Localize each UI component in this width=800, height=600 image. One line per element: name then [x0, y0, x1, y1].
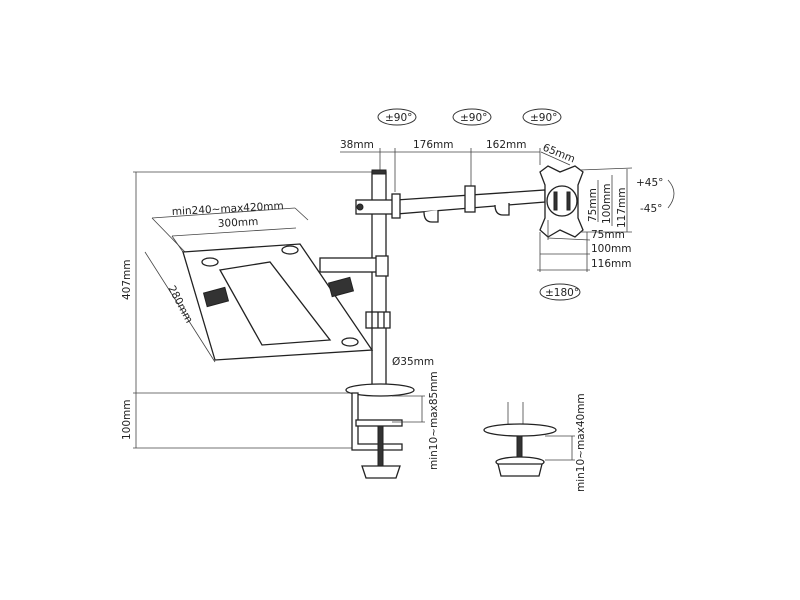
- grommet-mount: min10~max40mm: [483, 393, 587, 492]
- pole-height-label: 407mm: [121, 260, 133, 301]
- rotation-badge-joint2: ±90°: [452, 108, 492, 126]
- vesa-height-117-label: 117mm: [616, 188, 628, 229]
- desk-clamp: min10~max85mm: [345, 371, 440, 479]
- svg-text:±180°: ±180°: [545, 287, 579, 299]
- vesa-width-100-label: 100mm: [591, 243, 632, 255]
- tray-width-label: 300mm: [218, 216, 259, 230]
- clamp-height-label: 100mm: [121, 400, 133, 441]
- rotation-badge-head: ±180°: [539, 283, 581, 301]
- tilt-up-label: +45°: [636, 177, 663, 189]
- arm-segment2-label: 162mm: [486, 139, 527, 151]
- arm-segment1-label: 176mm: [413, 139, 454, 151]
- vesa-plate: [539, 165, 584, 238]
- arm-offset-label: 38mm: [340, 139, 374, 151]
- clamp-range-label: min10~max85mm: [428, 371, 440, 470]
- svg-text:±90°: ±90°: [385, 112, 412, 124]
- vesa-width-75-label: 75mm: [591, 229, 625, 241]
- tray-adjust-width-label: min240~max420mm: [172, 200, 284, 218]
- tray-depth-label: 280mm: [165, 284, 195, 325]
- tilt-arrow-icon: [667, 179, 675, 209]
- rotation-badge-joint1: ±90°: [377, 108, 417, 126]
- vesa-height-100-label: 100mm: [601, 184, 613, 225]
- monitor-arm: [355, 185, 546, 223]
- svg-text:±90°: ±90°: [530, 112, 557, 124]
- arm-head-label: 65mm: [541, 142, 577, 166]
- pole: Ø35mm: [365, 169, 434, 393]
- vesa-width-116-label: 116mm: [591, 258, 632, 270]
- tilt-down-label: -45°: [640, 203, 662, 215]
- rotation-badge-joint3: ±90°: [522, 108, 562, 126]
- vesa-height-75-label: 75mm: [587, 188, 599, 222]
- vesa-dimensions: 75mm 100mm 117mm 75mm 100mm 116mm +45° -…: [537, 167, 675, 272]
- grommet-range-label: min10~max40mm: [575, 393, 587, 492]
- svg-text:±90°: ±90°: [460, 112, 487, 124]
- pole-height-dimension: 407mm 100mm: [121, 171, 372, 449]
- pole-diameter-label: Ø35mm: [392, 356, 434, 368]
- laptop-tray: min240~max420mm 300mm 280mm: [144, 200, 389, 363]
